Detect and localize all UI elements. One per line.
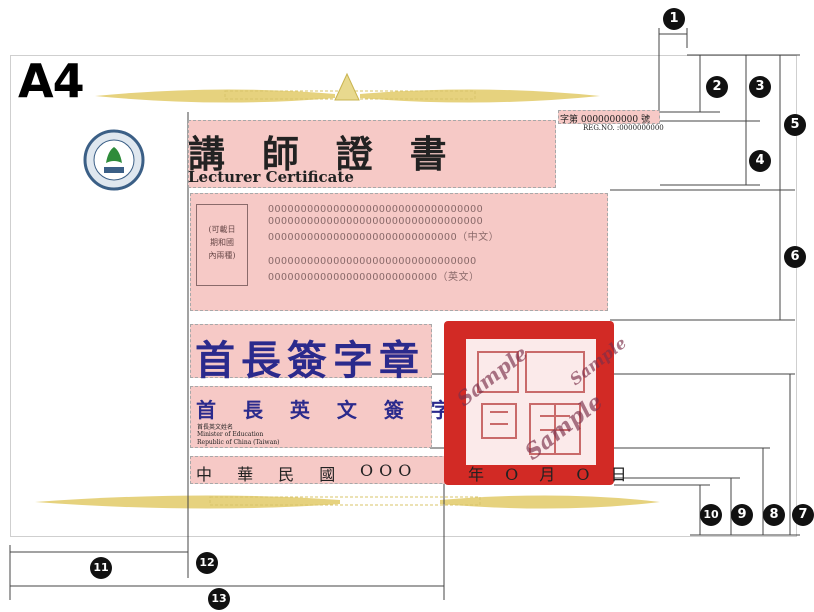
roc-label: Republic of China (Taiwan) [197,439,280,446]
date-prefix: 中 華 民 國 [196,465,346,484]
signature-region [190,324,432,378]
marker-9: 9 [731,504,753,526]
marker-7: 7 [792,504,814,526]
marker-13: 13 [208,588,230,610]
name-line-1: OOOOOOOOOOOOOOOOOOOOOOOOOOOOOOOOO [268,204,484,215]
signature-en-region [190,386,432,448]
marker-3: 3 [749,76,771,98]
marker-8: 8 [763,504,785,526]
minister-label: Minister of Education [197,431,264,438]
reg-region [558,110,660,124]
title-region [188,120,556,188]
marker-1: 1 [663,8,685,30]
marker-2: 2 [706,76,728,98]
marker-11: 11 [90,557,112,579]
name-line-2: OOOOOOOOOOOOOOOOOOOOOOOOOOOOOOOOO [268,216,484,227]
marker-12: 12 [196,552,218,574]
paper-size-label: A4 [18,54,85,108]
marker-6: 6 [784,246,806,268]
ministry-logo [83,129,145,191]
certificate-title: 講 師 證 書 [188,132,459,176]
name-line-4: OOOOOOOOOOOOOOOOOOOOOOOOOOOOOOOO [268,256,477,267]
registration-number-zh: 字第 0000000000 號 [560,115,650,125]
certificate-subtitle: Lecturer Certificate [188,168,354,186]
top-ornament [95,72,600,103]
date-rest: 年 O 月 O 日 [468,465,635,484]
name-line-3: OOOOOOOOOOOOOOOOOOOOOOOOOOOOO（中文） [268,232,500,243]
marker-10: 10 [700,504,722,526]
head-name-label: 首長英文姓名 [197,424,234,431]
date-year: OOO [360,461,418,480]
head-signature-zh: 首長簽字章 [195,337,425,384]
date-note-box: (可載日 期和國 內兩種) [196,204,248,286]
registration-number-en: REG.NO. :0000000000 [583,124,664,132]
name-region [190,193,608,311]
marker-5: 5 [784,114,806,136]
name-line-5: OOOOOOOOOOOOOOOOOOOOOOOOOO（英文） [268,272,480,283]
marker-4: 4 [749,150,771,172]
